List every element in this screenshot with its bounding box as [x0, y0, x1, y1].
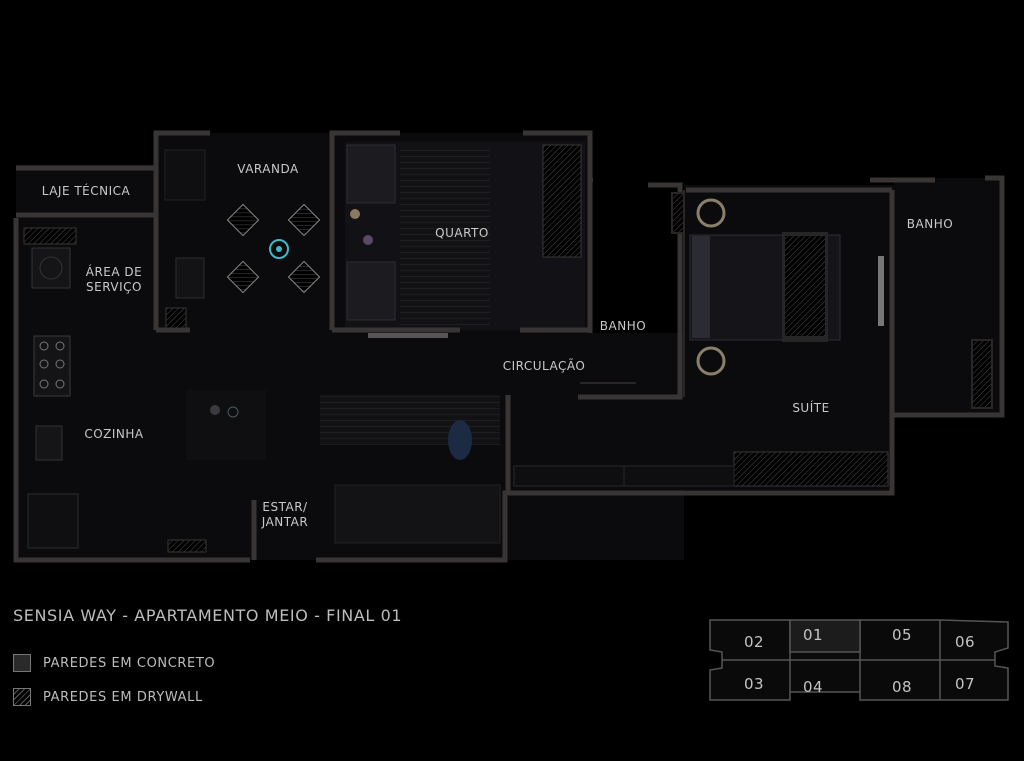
unit-label: 03 — [743, 675, 765, 693]
unit-label: 05 — [891, 626, 913, 644]
room-label-varanda: VARANDA — [237, 162, 299, 176]
unit-label: 06 — [954, 633, 976, 651]
drywall-walls — [580, 190, 993, 409]
room-label-laje-tecnica: LAJE TÉCNICA — [41, 184, 131, 198]
room-label-banho: BANHO — [599, 319, 647, 333]
kitchen-fixtures — [23, 227, 207, 553]
unit-label-highlighted: 01 — [802, 626, 824, 644]
suite-furniture — [513, 198, 889, 487]
plan-title: SENSIA WAY - APARTAMENTO MEIO - FINAL 01 — [13, 606, 403, 625]
unit-label: 04 — [802, 678, 824, 696]
drywall-swatch-icon — [13, 688, 31, 706]
unit-label: 07 — [954, 675, 976, 693]
room-label-quarto: QUARTO — [435, 226, 489, 240]
room-label-circulacao: CIRCULAÇÃO — [502, 359, 586, 373]
legend-drywall: PAREDES EM DRYWALL — [13, 688, 203, 706]
legend-concrete: PAREDES EM CONCRETO — [13, 654, 215, 672]
unit-label: 02 — [743, 633, 765, 651]
living-furniture — [186, 390, 501, 544]
room-label-estar-jantar: ESTAR/ JANTAR — [261, 500, 309, 529]
walls — [13, 130, 1005, 563]
quarto-furniture — [345, 142, 585, 338]
concrete-swatch-icon — [13, 654, 31, 672]
key-plan — [709, 619, 1009, 701]
varanda-table — [164, 149, 321, 329]
room-label-cozinha: COZINHA — [84, 427, 144, 441]
room-label-area-servico: ÁREA DE SERVIÇO — [85, 265, 143, 294]
legend-concrete-label: PAREDES EM CONCRETO — [43, 655, 216, 671]
legend-drywall-label: PAREDES EM DRYWALL — [43, 689, 203, 705]
room-label-banho-suite: BANHO — [906, 217, 954, 231]
unit-label: 08 — [891, 678, 913, 696]
room-label-suite: SUÍTE — [792, 401, 830, 415]
